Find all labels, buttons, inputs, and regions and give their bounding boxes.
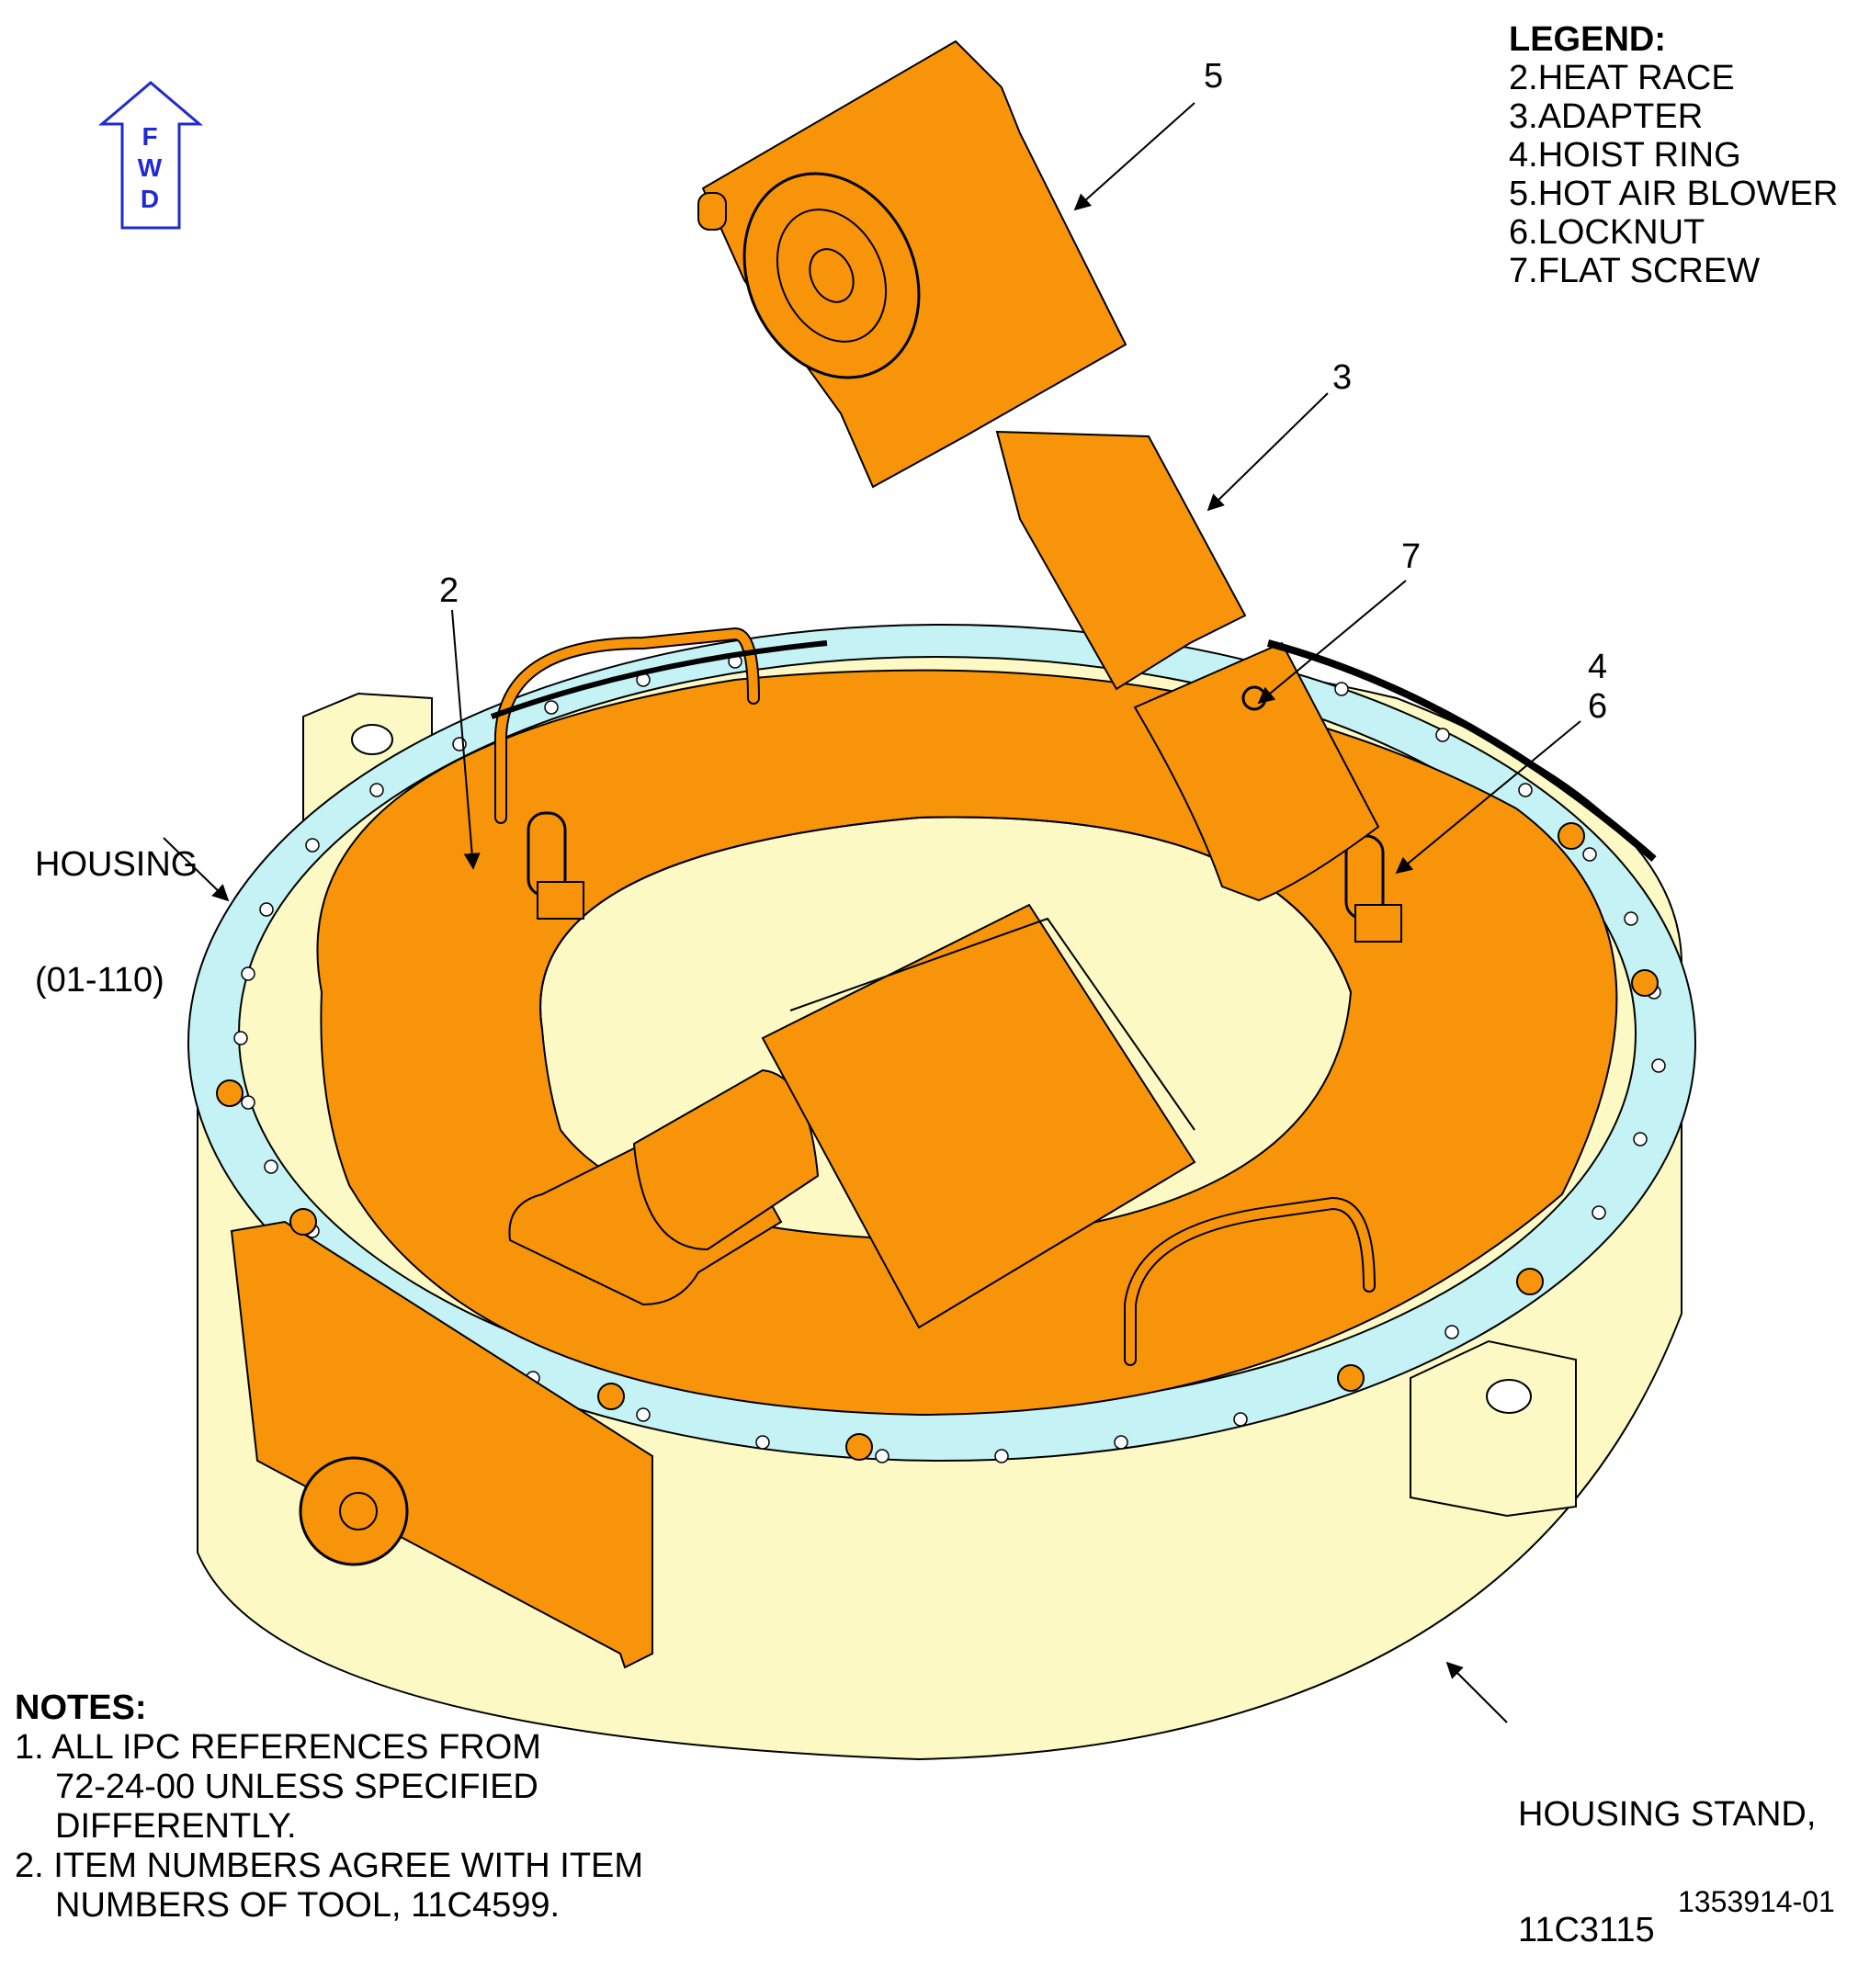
legend: LEGEND: 2.HEAT RACE 3.ADAPTER 4.HOIST RI… xyxy=(1509,20,1838,290)
legend-title: LEGEND: xyxy=(1509,20,1666,59)
housing-label-line2: (01-110) xyxy=(35,961,164,1000)
note-2-line1: 2. ITEM NUMBERS AGREE WITH ITEM xyxy=(15,1847,644,1885)
heat-race-edge xyxy=(1266,639,1657,863)
callout-3: 3 xyxy=(1332,358,1353,397)
fwd-letter-d: D xyxy=(140,185,160,213)
callout-7: 7 xyxy=(1401,537,1422,576)
note-1-line1: 1. ALL IPC REFERENCES FROM xyxy=(15,1728,541,1767)
fwd-letter-w: W xyxy=(137,153,163,182)
notes-title: NOTES: xyxy=(15,1689,147,1727)
legend-item: 3.ADAPTER xyxy=(1509,97,1704,136)
fwd-letter-f: F xyxy=(142,122,158,151)
hoist-ring-right xyxy=(1344,834,1402,943)
callout-4: 4 xyxy=(1588,648,1608,686)
callout-2: 2 xyxy=(439,571,459,610)
housing-stand-label-line1: HOUSING STAND, xyxy=(1518,1795,1817,1834)
legend-item: 7.FLAT SCREW xyxy=(1509,252,1761,290)
legend-item: 5.HOT AIR BLOWER xyxy=(1509,175,1839,213)
legend-item: 4.HOIST RING xyxy=(1509,136,1741,175)
callout-6: 6 xyxy=(1588,687,1608,726)
notes: NOTES: 1. ALL IPC REFERENCES FROM 72-24-… xyxy=(15,1689,643,1926)
lower-hot-air-blower xyxy=(508,903,1196,1329)
housing-stand-label: HOUSING STAND, 11C3115 xyxy=(1518,1718,1816,1988)
note-1-line3: DIFFERENTLY. xyxy=(55,1807,297,1846)
adapter xyxy=(995,430,1380,902)
front-heater-block xyxy=(230,1220,653,1669)
fwd-label: F W D xyxy=(136,121,164,215)
housing-label: HOUSING (01-110) xyxy=(35,768,198,1038)
hoist-ring-left xyxy=(527,811,584,920)
note-2-line2: NUMBERS OF TOOL, 11C4599. xyxy=(55,1886,561,1925)
hot-air-blower xyxy=(697,40,1127,489)
legend-item: 6.LOCKNUT xyxy=(1509,213,1705,252)
housing-label-line1: HOUSING xyxy=(35,845,198,884)
flange-bolts xyxy=(216,822,1659,1461)
fwd-arrow-icon xyxy=(97,81,204,230)
leader-lines xyxy=(163,102,1581,1723)
document-id: 1353914-01 xyxy=(1678,1885,1835,1918)
callout-5: 5 xyxy=(1204,57,1224,96)
legend-item: 2.HEAT RACE xyxy=(1509,59,1735,97)
note-1-line2: 72-24-00 UNLESS SPECIFIED xyxy=(55,1768,538,1806)
heat-race-assembly-illustration xyxy=(97,40,1696,1761)
